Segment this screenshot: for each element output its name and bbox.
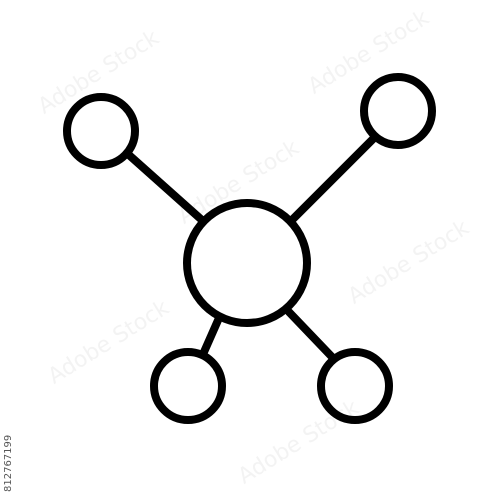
stock-id-label: 812767199 [3, 434, 14, 492]
hub-node [183, 199, 311, 327]
connector-bottom-right [285, 308, 337, 362]
connector-top-left [125, 151, 207, 225]
connector-bottom-left [200, 314, 223, 356]
node-top-right [360, 73, 436, 149]
node-bottom-left [150, 348, 226, 424]
node-bottom-right [317, 348, 393, 424]
connector-top-right [289, 134, 378, 223]
node-top-left [63, 93, 139, 169]
